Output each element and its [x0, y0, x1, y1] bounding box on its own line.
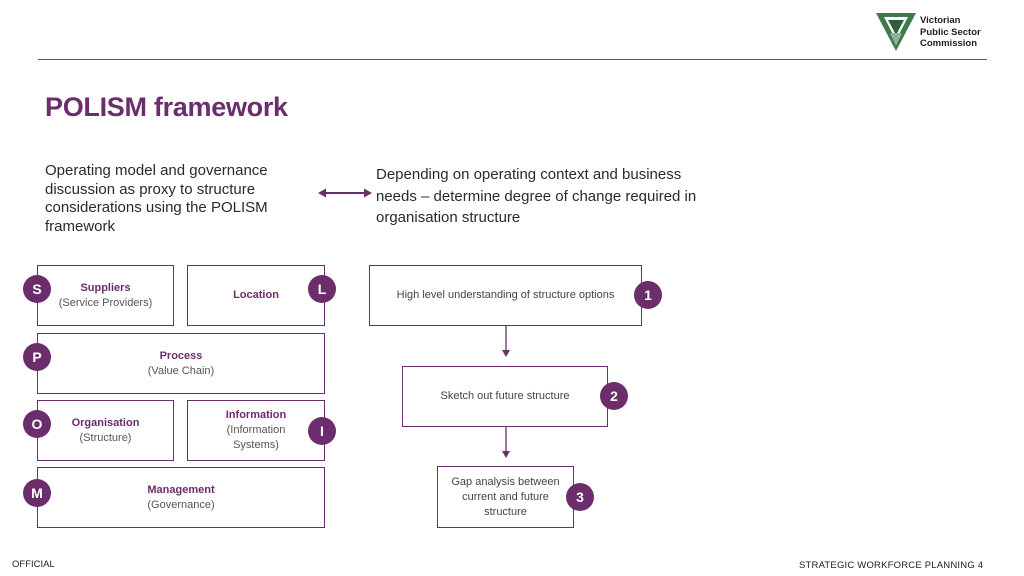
- flow-step-3-box: Gap analysis between current and future …: [437, 466, 574, 528]
- intro-right-text: Depending on operating context and busin…: [376, 166, 697, 226]
- location-box: Location: [187, 265, 325, 326]
- suppliers-subtitle: (Service Providers): [58, 296, 153, 309]
- step-badge-3: 3: [566, 483, 594, 511]
- org-name-line: Victorian: [920, 15, 961, 26]
- suppliers-box: Suppliers (Service Providers): [37, 265, 174, 326]
- process-box: Process (Value Chain): [37, 333, 325, 394]
- vpsc-logo-icon: [876, 13, 916, 51]
- page-number: 4: [977, 560, 984, 571]
- organisation-title: Organisation: [71, 416, 140, 429]
- organisation-subtitle: (Structure): [79, 431, 132, 444]
- flow-step-2-box: Sketch out future structure: [402, 366, 608, 427]
- letter-badge-s: S: [23, 275, 51, 303]
- location-title: Location: [233, 289, 279, 301]
- flow-step-2-text: Sketch out future structure: [440, 390, 570, 402]
- org-name-line: Public Sector: [920, 26, 981, 38]
- org-name-line: Commission: [920, 38, 978, 49]
- process-subtitle: (Value Chain): [147, 364, 215, 377]
- footer-section-title: STRATEGIC WORKFORCE PLANNING: [799, 560, 975, 571]
- classification-label: OFFICIAL: [12, 559, 55, 570]
- intro-left-text: Operating model and governance discussio…: [45, 162, 268, 235]
- information-subtitle-line: Systems): [233, 439, 279, 451]
- management-box: Management (Governance): [37, 467, 325, 528]
- letter-badge-p: P: [23, 343, 51, 371]
- footer-section: STRATEGIC WORKFORCE PLANNING 4: [799, 560, 983, 571]
- letter-badge-o: O: [23, 410, 51, 438]
- flow-step-3-text-line: structure: [484, 505, 527, 518]
- information-title: Information: [225, 409, 287, 421]
- letter-badge-l: L: [308, 275, 336, 303]
- organisation-box: Organisation (Structure): [37, 400, 174, 461]
- step-badge-1: 1: [634, 281, 662, 309]
- management-subtitle: (Governance): [147, 498, 215, 511]
- process-title: Process: [159, 349, 203, 362]
- letter-badge-i: I: [308, 417, 336, 445]
- information-box: Information (Information Systems): [187, 400, 325, 461]
- management-title: Management: [147, 483, 215, 496]
- flow-step-1-text: High level understanding of structure op…: [396, 289, 615, 301]
- flow-step-3-text-line: Gap analysis between: [451, 475, 560, 488]
- information-subtitle-line: (Information: [226, 424, 286, 436]
- suppliers-title: Suppliers: [80, 281, 131, 294]
- double-headed-arrow-icon: [318, 188, 372, 198]
- step-badge-2: 2: [600, 382, 628, 410]
- flow-arrow-down-icon: [502, 427, 510, 458]
- flow-step-3-text-line: current and future: [462, 490, 549, 503]
- org-name: Victorian Public Sector Commission: [920, 15, 981, 50]
- flow-arrow-down-icon: [502, 326, 510, 357]
- flow-step-1-box: High level understanding of structure op…: [369, 265, 642, 326]
- header-divider: [38, 59, 987, 60]
- letter-badge-m: M: [23, 479, 51, 507]
- page-title: POLISM framework: [45, 92, 288, 122]
